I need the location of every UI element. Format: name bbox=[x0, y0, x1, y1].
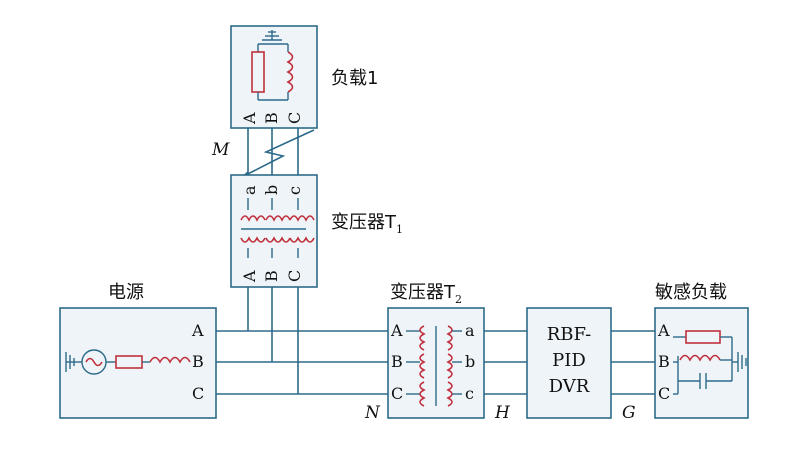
t1-top-terminal-a: a bbox=[240, 185, 259, 195]
sensitive-load-title: 敏感负载 bbox=[655, 282, 727, 303]
dvr-line-3: DVR bbox=[549, 376, 590, 397]
sensitive-ground-icon bbox=[732, 352, 747, 372]
node-h-label: H bbox=[494, 403, 511, 423]
dvr-box bbox=[526, 307, 612, 419]
source-ground-icon bbox=[65, 352, 76, 372]
source-terminal-a: A bbox=[191, 321, 204, 340]
fault-arrow-icon bbox=[239, 129, 315, 179]
t2-left-terminal-a: A bbox=[390, 321, 403, 340]
transformer2-title: 变压器T2 bbox=[390, 282, 462, 306]
transformer2-title-main: 变压器T bbox=[390, 282, 456, 303]
transformer1-box bbox=[230, 174, 318, 288]
source-terminal-c: C bbox=[192, 384, 204, 403]
node-m-label: M bbox=[211, 140, 230, 160]
source-terminal-b: B bbox=[192, 352, 204, 371]
t2-right-terminal-b: b bbox=[465, 352, 475, 371]
t1-bottom-terminal-a: A bbox=[240, 270, 259, 283]
transformer2-title-sub: 2 bbox=[455, 293, 462, 306]
source-title: 电源 bbox=[108, 282, 144, 303]
sensitive-terminal-c: C bbox=[658, 384, 670, 403]
sensitive-terminal-b: B bbox=[658, 352, 670, 371]
source-inductor-icon bbox=[149, 356, 191, 364]
transformer1-coils-icon bbox=[240, 198, 315, 258]
t1-bottom-terminal-c: C bbox=[285, 270, 304, 282]
t1-bottom-terminal-b: B bbox=[262, 270, 281, 282]
load1-terminal-b: B bbox=[262, 112, 281, 124]
load1-box bbox=[230, 25, 318, 129]
sensitive-load-block: A B C bbox=[654, 307, 749, 419]
transformer2-block: A B C a b c bbox=[387, 307, 485, 419]
source-block: A B C bbox=[59, 307, 217, 419]
dvr-block: RBF- PID DVR bbox=[526, 307, 612, 419]
load1-terminal-a: A bbox=[240, 112, 259, 125]
transformer1-title-main: 变压器T bbox=[331, 212, 397, 233]
t2-left-terminal-b: B bbox=[391, 352, 403, 371]
t2-right-terminal-c: c bbox=[465, 384, 474, 403]
transformer1-block: a b c A B C bbox=[230, 174, 318, 288]
ground-icon bbox=[262, 30, 282, 41]
source-box bbox=[59, 307, 217, 419]
load1-block: A B C bbox=[230, 25, 318, 129]
sensitive-terminal-a: A bbox=[657, 321, 670, 340]
load1-terminal-c: C bbox=[285, 112, 304, 124]
dvr-line-1: RBF- bbox=[547, 324, 592, 345]
load1-title: 负载1 bbox=[331, 68, 378, 89]
t2-right-terminal-a: a bbox=[465, 321, 475, 340]
t2-left-terminal-c: C bbox=[391, 384, 403, 403]
t1-top-terminal-c: c bbox=[285, 186, 304, 195]
dvr-line-2: PID bbox=[552, 350, 586, 371]
sensitive-inductor-icon bbox=[679, 354, 721, 362]
node-n-label: N bbox=[364, 403, 381, 423]
inductor-icon bbox=[286, 51, 294, 93]
t1-top-terminal-b: b bbox=[262, 185, 281, 195]
node-g-label: G bbox=[622, 403, 636, 423]
transformer1-title-sub: 1 bbox=[396, 223, 403, 236]
transformer1-title: 变压器T1 bbox=[331, 212, 403, 236]
transformer2-coils-icon bbox=[406, 325, 462, 407]
